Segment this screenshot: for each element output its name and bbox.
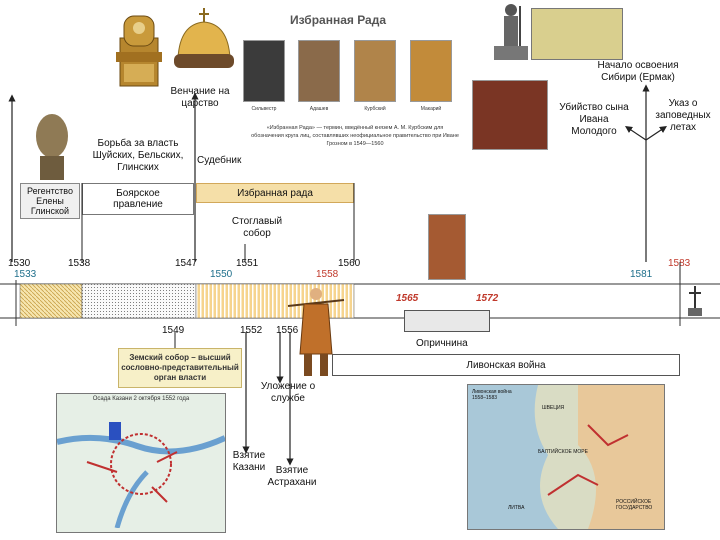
siberia-map <box>531 8 623 60</box>
portrait-caption-2: Адашев <box>309 106 329 112</box>
year-1551: 1551 <box>236 258 259 269</box>
livonia-label-lithuania: ЛИТВА <box>508 505 525 511</box>
boyar-rule-box: Боярское правление <box>82 183 194 215</box>
boyar-rule-label: Боярское правление <box>113 188 163 210</box>
year-1533: 1533 <box>14 269 37 280</box>
year-1572: 1572 <box>476 293 499 304</box>
death-cross-icon <box>688 286 702 316</box>
year-1556: 1556 <box>276 325 299 336</box>
kazan-map-drawing <box>56 422 227 529</box>
stoglav-label: Стоглавый собор <box>231 216 283 239</box>
portrait-caption-1: Сильвестр <box>251 106 277 112</box>
year-1565: 1565 <box>396 293 419 304</box>
segment-regency <box>19 283 83 319</box>
regency-label: Регентство Елены Глинской <box>26 186 73 216</box>
year-1552: 1552 <box>240 325 263 336</box>
livonia-label-sweden: ШВЕЦИЯ <box>542 405 565 411</box>
kazan-label: Взятие Казани <box>232 450 266 473</box>
timeline-strip <box>0 280 720 326</box>
year-1560: 1560 <box>338 258 361 269</box>
year-1538: 1538 <box>68 258 91 269</box>
portrait-caption-3: Курбский <box>364 106 386 112</box>
year-1547: 1547 <box>175 258 198 269</box>
ivan-portrait <box>428 214 466 280</box>
year-1583: 1583 <box>668 258 691 269</box>
reserved-years-label: Указ о заповедных летах <box>655 98 711 133</box>
livonia-label-baltic: БАЛТИЙСКОЕ МОРЕ <box>538 449 588 455</box>
livonia-map-title: Ливонская война 1558–1583 <box>472 389 512 401</box>
year-1550: 1550 <box>210 269 233 280</box>
struggle-label: Борьба за власть Шуйских, Бельских, Глин… <box>92 138 184 173</box>
livonian-war-map: ШВЕЦИЯ БАЛТИЙСКОЕ МОРЕ РОССИЙСКОЕ ГОСУДА… <box>467 384 665 530</box>
monomakh-cap-image <box>174 8 234 68</box>
portrait-silvestr <box>243 40 285 102</box>
livonian-map-drawing <box>468 385 664 529</box>
zemsky-sobor-box: Земский собор – высший сословно-представ… <box>118 348 242 388</box>
year-1581: 1581 <box>630 269 653 280</box>
oprichnina-label: Опричнина <box>416 338 468 349</box>
year-1549: 1549 <box>162 325 185 336</box>
portrait-makary <box>410 40 452 102</box>
kazan-map-title: Осада Казани 2 октября 1552 года <box>92 396 190 402</box>
sudebnik-label: Судебник <box>197 155 242 166</box>
siberia-label: Начало освоения Сибири (Ермак) <box>597 60 679 83</box>
astrakhan-label: Взятие Астрахани <box>267 465 317 488</box>
kazan-siege-map: Осада Казани 2 октября 1552 года <box>56 393 227 533</box>
service-code-label: Уложение о службе <box>260 381 316 404</box>
chosen-council-label: Избранная рада <box>237 187 313 199</box>
zemsky-sobor-label: Земский собор – высший сословно-представ… <box>121 353 239 382</box>
yermak-statue-image <box>494 4 528 60</box>
throne-image <box>116 15 162 87</box>
son-murder-label: Убийство сына Ивана Молодого <box>559 102 629 137</box>
header-title: Избранная Рада <box>290 13 387 27</box>
regency-box: Регентство Елены Глинской <box>20 183 80 219</box>
elena-glinskaya-bust <box>36 114 68 180</box>
year-1558: 1558 <box>316 269 339 280</box>
portrait-kurbsky <box>354 40 396 102</box>
livonian-war-label: Ливонская война <box>466 359 546 371</box>
crowning-label: Венчание на царство <box>170 86 230 109</box>
oprichnina-bar <box>404 310 490 332</box>
portrait-caption-4: Макарий <box>420 106 442 112</box>
year-1530: 1530 <box>8 258 31 269</box>
rada-definition: «Избранная Рада» — термин, введённый кня… <box>251 125 459 147</box>
livonian-war-bar: Ливонская война <box>332 354 680 376</box>
strelets-figure <box>287 288 345 376</box>
ivan-and-son-painting <box>472 80 548 150</box>
livonia-label-russia: РОССИЙСКОЕ ГОСУДАРСТВО <box>616 499 653 511</box>
segment-boyar-rule <box>81 283 197 319</box>
portrait-adashev <box>298 40 340 102</box>
chosen-council-box: Избранная рада <box>196 183 354 203</box>
